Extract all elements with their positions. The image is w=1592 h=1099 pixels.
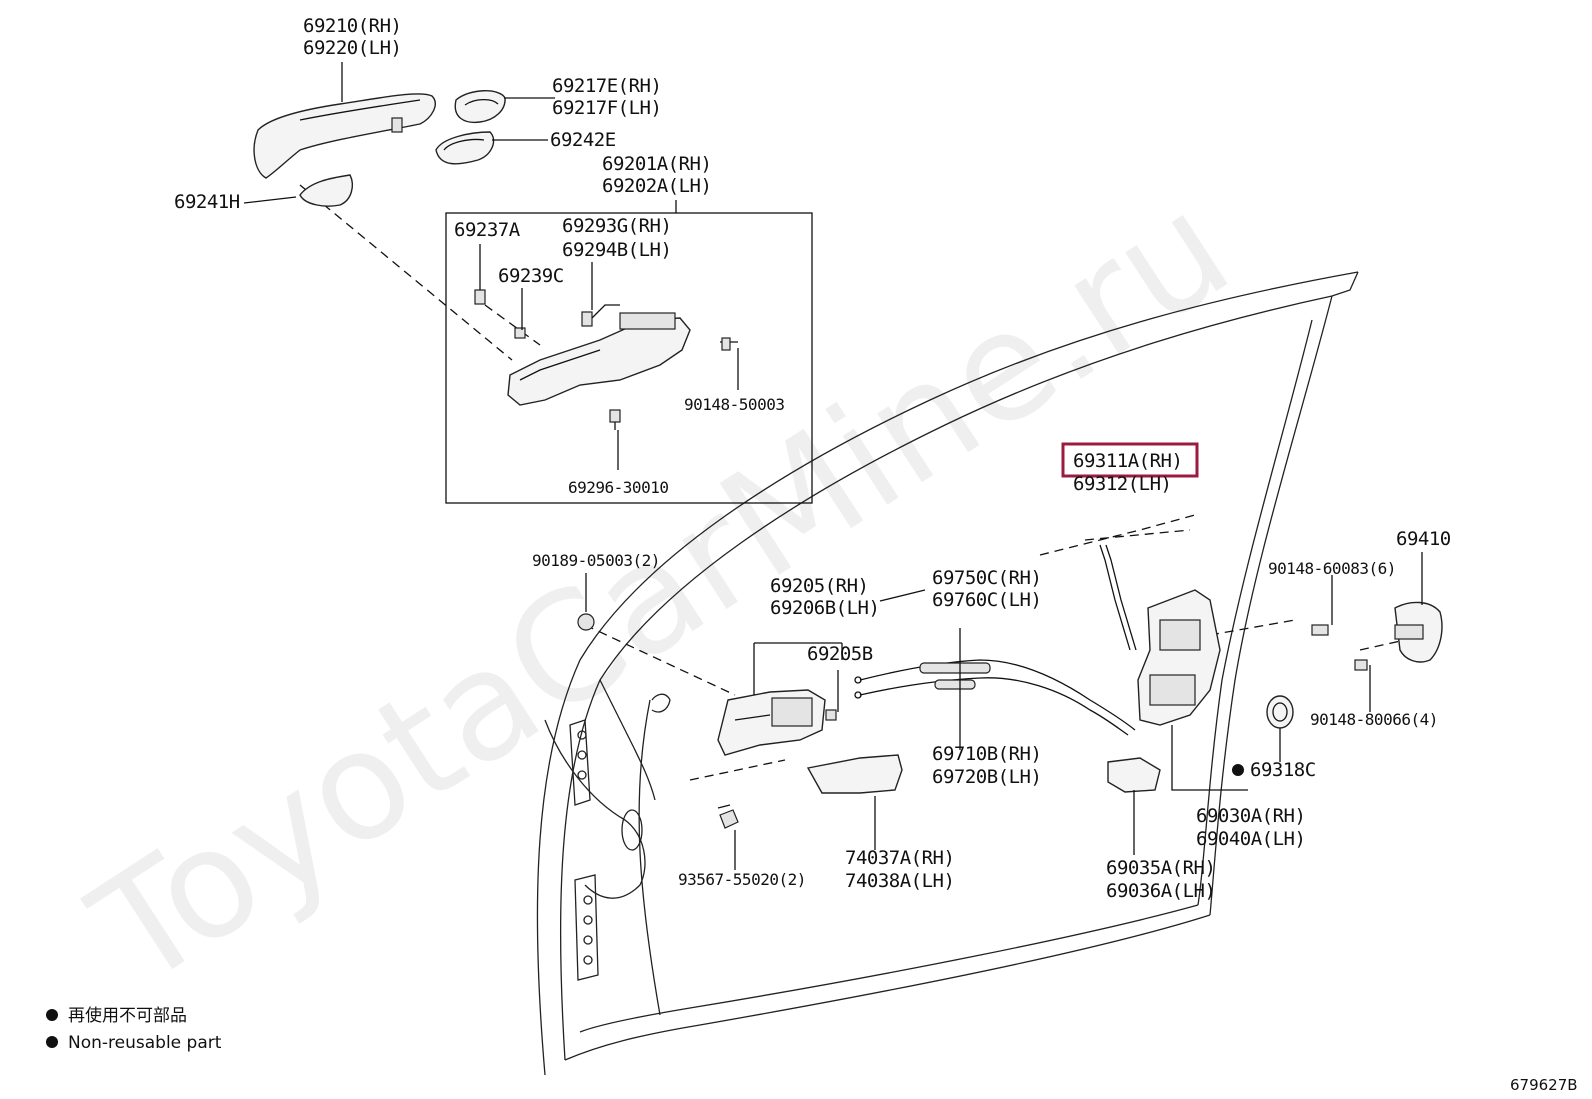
leader-lines [243, 62, 1423, 870]
label-p12: 69410 [1396, 528, 1451, 550]
inside-handle-69205 [717, 689, 837, 756]
legend-dot-2 [46, 1036, 58, 1048]
label-p23: 93567-55020(2) [678, 870, 806, 889]
label-p8: 69239C [498, 265, 564, 287]
legend-dot-1 [46, 1009, 58, 1021]
lock-cover-69035A [1107, 757, 1161, 793]
label-p24-a: 69035A(RH) [1106, 857, 1215, 879]
rod-69311A [1099, 544, 1137, 651]
label-p7-b: 69294B(LH) [562, 239, 671, 261]
grommet-90189 [577, 613, 595, 631]
screw-93567 [717, 804, 739, 829]
label-p22-b: 74038A(LH) [845, 870, 954, 892]
label-p4-a: 69201A(RH) [602, 153, 711, 175]
handle-cap-69241H [299, 174, 353, 207]
label-p11-b: 69312(LH) [1073, 473, 1171, 495]
label-p21-b: 69040A(LH) [1196, 828, 1305, 850]
label-p1-b: 69220(LH) [303, 37, 401, 59]
door-lock-69030A [1137, 589, 1221, 726]
label-p18: 90148-80066(4) [1310, 710, 1438, 729]
handle-cover-69217E [454, 90, 506, 124]
spacer-69318C [1266, 695, 1294, 729]
label-p3: 69242E [550, 129, 616, 151]
label-p15-b: 69206B(LH) [770, 597, 879, 619]
label-p2-a: 69217E(RH) [552, 75, 661, 97]
label-p21-a: 69030A(RH) [1196, 805, 1305, 827]
label-p1-a: 69210(RH) [303, 15, 401, 37]
label-p19: 69318C [1250, 759, 1316, 781]
label-p7-a: 69293G(RH) [562, 215, 671, 237]
legend-text-en: Non-reusable part [68, 1033, 222, 1053]
label-p6: 69237A [454, 219, 521, 241]
legend-text-ja: 再使用不可部品 [68, 1005, 187, 1026]
label-p14: 90189-05003(2) [532, 551, 660, 570]
frame-assembly-69201A [474, 289, 738, 430]
pad-69242E [435, 131, 495, 165]
highlight-box [1061, 442, 1199, 478]
legend: 再使用不可部品 Non-reusable part [46, 1005, 222, 1053]
cable-69710B [854, 659, 1136, 736]
label-p16-b: 69760C(LH) [932, 589, 1041, 611]
label-p11-a: 69311A(RH) [1073, 450, 1182, 472]
door-frame [536, 271, 1359, 1076]
dashed-leaders [299, 184, 1406, 781]
label-p4-b: 69202A(LH) [602, 175, 711, 197]
label-p17: 69205B [807, 643, 873, 665]
trim-74037A [806, 754, 903, 794]
diagram-number: 679627B [1510, 1076, 1578, 1094]
label-p20-a: 69710B(RH) [932, 743, 1041, 765]
label-p10: 69296-30010 [568, 478, 668, 497]
label-p2-b: 69217F(LH) [552, 97, 661, 119]
label-p16-a: 69750C(RH) [932, 567, 1041, 589]
outside-handle-69210 [253, 93, 436, 179]
striker-69410 [1311, 601, 1443, 671]
label-p13: 90148-60083(6) [1268, 559, 1396, 578]
label-p9: 90148-50003 [684, 395, 784, 414]
watermark: ToyotaCarMine.ru [64, 161, 1259, 1021]
label-p24-b: 69036A(LH) [1106, 880, 1215, 902]
label-p20-b: 69720B(LH) [932, 766, 1041, 788]
label-p5: 69241H [174, 191, 240, 213]
label-p15-a: 69205(RH) [770, 575, 868, 597]
non-reusable-dot [1232, 764, 1244, 776]
label-p22-a: 74037A(RH) [845, 847, 954, 869]
part-labels: 69210(RH) 69220(LH) 69217E(RH) 69217F(LH… [174, 15, 1451, 902]
